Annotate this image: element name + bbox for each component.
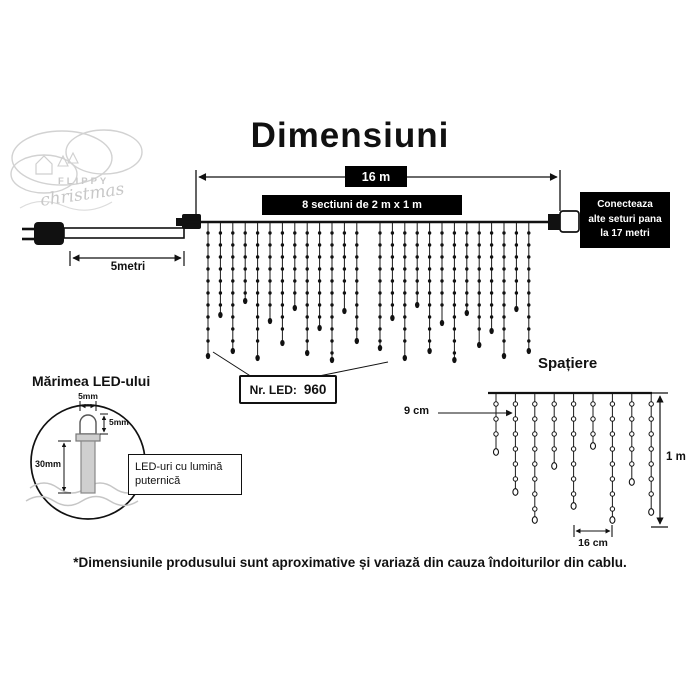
led-tube-shape — [80, 440, 96, 494]
dimension-1m-line — [651, 392, 668, 528]
connect-note-line: Conecteaza — [597, 199, 653, 210]
led-note-box: LED-uri cu lumină puternică — [128, 454, 242, 495]
bulb-height-label: 5mm — [109, 417, 129, 427]
dimension-5m-line — [69, 251, 185, 266]
dimension-16cm-line — [573, 525, 613, 537]
connector-pin — [176, 218, 183, 226]
page-title: Dimensiuni — [250, 116, 450, 155]
logo-illustration — [10, 129, 143, 211]
sections-label: 8 sectiuni de 2 m x 1 m — [262, 195, 462, 215]
logo-tree-icon — [67, 151, 79, 164]
logo-brand-text: FLIPPY — [58, 176, 110, 187]
spacing-curtain — [492, 394, 655, 524]
power-plug-icon — [22, 222, 64, 245]
tube-length-label: 30mm — [34, 459, 61, 469]
footnote: *Dimensiunile produsului sunt aproximati… — [73, 555, 627, 570]
horizontal-spacing-label: 9 cm — [404, 405, 430, 417]
connect-note-line: la 17 metri — [600, 228, 650, 239]
nr-led-pointer-lines — [212, 351, 389, 378]
curtain-section-1 — [205, 223, 359, 364]
bulb-width-label: 5mm — [78, 391, 98, 401]
connector-right-icon — [548, 210, 580, 233]
bottom-gap-label: 16 cm — [578, 537, 608, 549]
led-count-box: Nr. LED: 960 — [239, 375, 337, 404]
curtain-height-label: 1 m — [666, 451, 686, 463]
spacing-heading: Spațiere — [538, 355, 598, 372]
led-socket-shape — [75, 433, 101, 442]
curtain-section-2 — [377, 223, 531, 364]
connect-note-line: alte seturi pana — [588, 213, 662, 225]
led-bulb-shape — [79, 414, 97, 435]
lead-cable — [63, 227, 185, 239]
garland-squiggle — [25, 495, 139, 507]
logo-tree-icon — [57, 154, 69, 167]
connect-note-box: Conecteaza alte seturi pana la 17 metri — [580, 192, 670, 248]
total-length-label: 16 m — [345, 166, 407, 187]
logo-house-icon — [35, 155, 53, 175]
led-count-value: 960 — [303, 382, 327, 397]
led-size-heading: Mărimea LED-ului — [32, 373, 151, 389]
lead-length-label: 5metri — [110, 261, 146, 273]
led-count-label: Nr. LED: — [249, 382, 297, 397]
